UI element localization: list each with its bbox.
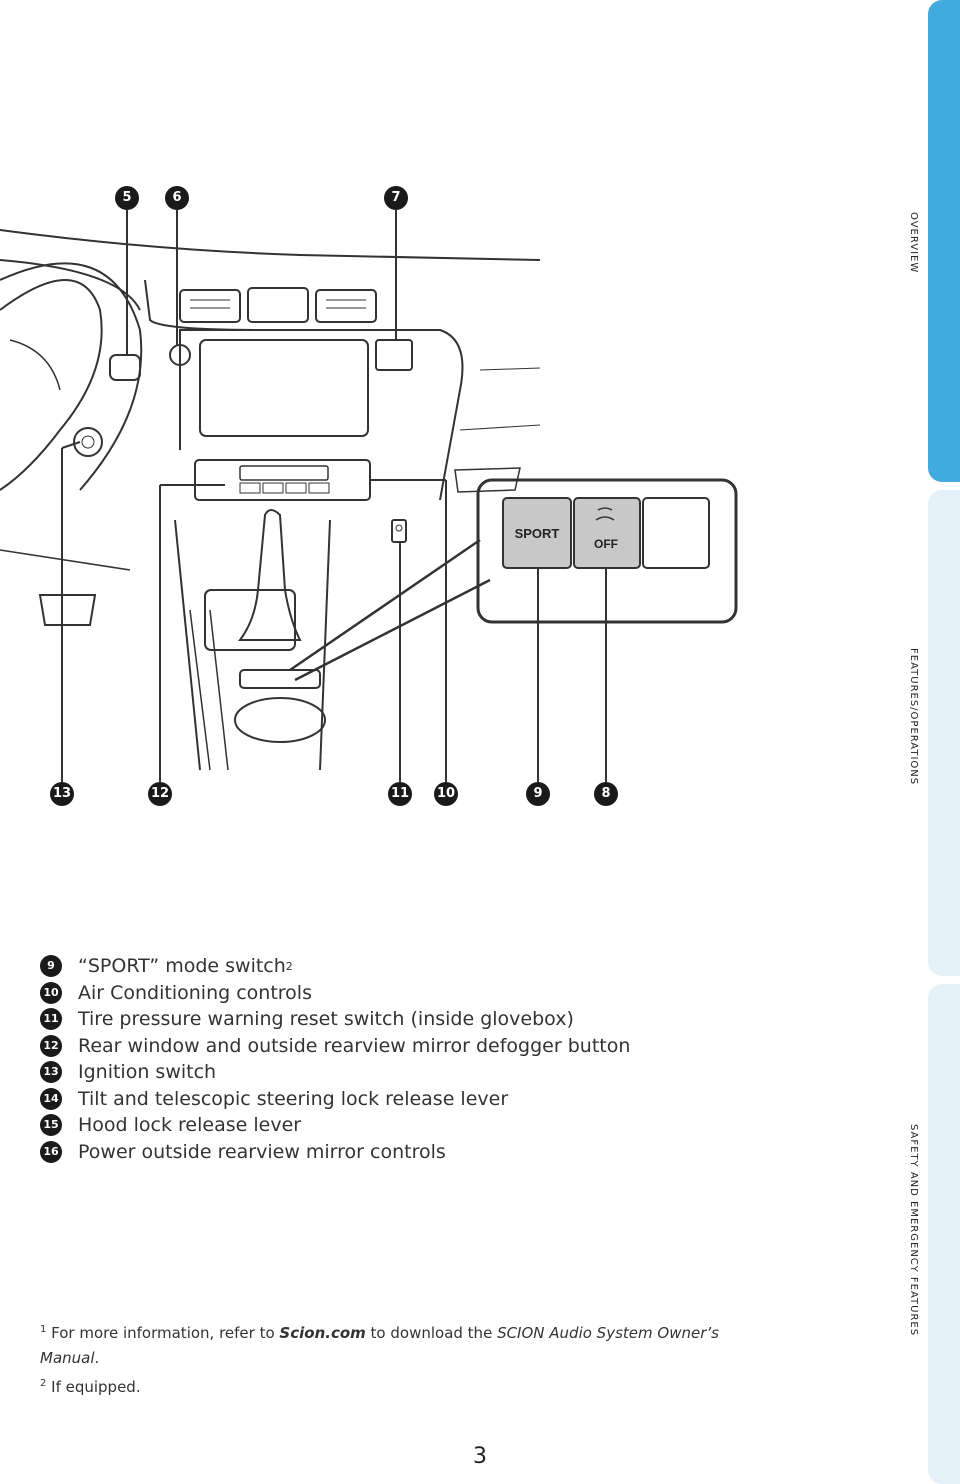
- tab-safety[interactable]: [928, 984, 960, 1484]
- legend-number: 15: [40, 1114, 62, 1137]
- center-vent-right: [315, 289, 377, 323]
- legend-text: Tire pressure warning reset switch (insi…: [78, 1008, 574, 1031]
- footnotes: 1 For more information, refer to Scion.c…: [40, 1317, 800, 1400]
- legend-number: 9: [40, 955, 62, 978]
- callout-6: 6: [165, 186, 189, 210]
- legend-number: 11: [40, 1008, 62, 1031]
- dashboard-diagram: SPORT OFF 5 6 7 8 9 10 11 12 13: [0, 170, 760, 820]
- tab-overview[interactable]: [928, 0, 960, 482]
- tab-features[interactable]: [928, 490, 960, 976]
- dash-line-2: [0, 259, 141, 311]
- footnote-2: 2 If equipped.: [40, 1371, 800, 1400]
- callout-13: 13: [50, 782, 74, 806]
- footnote-1-mid: to download the: [365, 1324, 498, 1342]
- legend-item: 11 Tire pressure warning reset switch (i…: [40, 1006, 740, 1033]
- cup-holder: [234, 697, 326, 743]
- legend-item: 10 Air Conditioning controls: [40, 980, 740, 1007]
- tab-overview-label: OVERVIEW: [908, 212, 919, 274]
- switch-bank: [239, 669, 321, 689]
- callout-12: 12: [148, 782, 172, 806]
- blank-switch: [642, 497, 710, 569]
- zoom-line-2: [294, 578, 491, 682]
- zoom-line-1: [289, 538, 481, 672]
- footnote-1-pre: For more information, refer to: [46, 1324, 280, 1342]
- legend-number: 14: [40, 1087, 62, 1110]
- callout-9: 9: [526, 782, 550, 806]
- callout-8: 8: [594, 782, 618, 806]
- legend-text: Rear window and outside rearview mirror …: [78, 1034, 631, 1057]
- page-content: SPORT OFF 5 6 7 8 9 10 11 12 13 9 “: [0, 170, 800, 1469]
- center-display: [199, 339, 369, 437]
- footnote-1: 1 For more information, refer to Scion.c…: [40, 1317, 800, 1371]
- legend-text: Tilt and telescopic steering lock releas…: [78, 1087, 509, 1110]
- parking-brake: [189, 609, 229, 771]
- shift-gate: [204, 589, 296, 651]
- legend-item: 12 Rear window and outside rearview mirr…: [40, 1033, 740, 1060]
- footnote-1-marker: 1: [40, 1324, 47, 1335]
- page-number: 3: [473, 1444, 487, 1469]
- callout-5: 5: [115, 186, 139, 210]
- shift-lever: [238, 509, 302, 641]
- ignition-switch: [73, 427, 103, 457]
- manual-title-cont: Manual: [40, 1349, 95, 1367]
- callout-11: 11: [388, 782, 412, 806]
- steering-wheel-outer: [0, 262, 143, 491]
- pedal: [38, 594, 97, 626]
- center-vent-left: [179, 289, 241, 323]
- side-nav: [928, 0, 960, 1484]
- legend-text: Ignition switch: [78, 1061, 217, 1084]
- display-button: [375, 339, 413, 371]
- combination-switch: [109, 354, 141, 381]
- tab-features-label: FEATURES/OPERATIONS: [908, 648, 919, 786]
- legend-superscript: 2: [285, 959, 293, 973]
- climate-display: [239, 465, 329, 481]
- legend-number: 13: [40, 1061, 62, 1084]
- legend-item: 13 Ignition switch: [40, 1059, 740, 1086]
- steering-wheel-rim: [0, 279, 103, 491]
- callout-7: 7: [384, 186, 408, 210]
- callout-10: 10: [434, 782, 458, 806]
- sport-label: SPORT: [515, 526, 560, 541]
- legend-number: 16: [40, 1140, 62, 1163]
- footnote-1-end: .: [94, 1349, 100, 1367]
- footnote-2-text: If equipped.: [46, 1378, 141, 1396]
- legend-text: Power outside rearview mirror controls: [78, 1140, 446, 1163]
- legend-item: 14 Tilt and telescopic steering lock rel…: [40, 1086, 740, 1113]
- tab-safety-label: SAFETY AND EMERGENCY FEATURES: [908, 1124, 919, 1337]
- manual-title: SCION Audio System Owner’s: [497, 1324, 719, 1342]
- center-stack-outline: [179, 328, 464, 501]
- legend-item: 15 Hood lock release lever: [40, 1112, 740, 1139]
- scion-link: Scion.com: [279, 1324, 366, 1342]
- dash-top-line: [0, 229, 541, 261]
- legend-text: Hood lock release lever: [78, 1114, 302, 1137]
- legend-text: Air Conditioning controls: [78, 981, 312, 1004]
- console-left: [174, 519, 201, 771]
- off-label: OFF: [594, 537, 618, 551]
- footnote-2-marker: 2: [40, 1378, 47, 1389]
- legend-item: 16 Power outside rearview mirror control…: [40, 1139, 740, 1166]
- center-display-top: [247, 287, 309, 323]
- legend-number: 10: [40, 981, 62, 1004]
- dashboard-illustration: SPORT OFF: [0, 210, 738, 782]
- legend-text: “SPORT” mode switch: [78, 955, 286, 978]
- legend-number: 12: [40, 1034, 62, 1057]
